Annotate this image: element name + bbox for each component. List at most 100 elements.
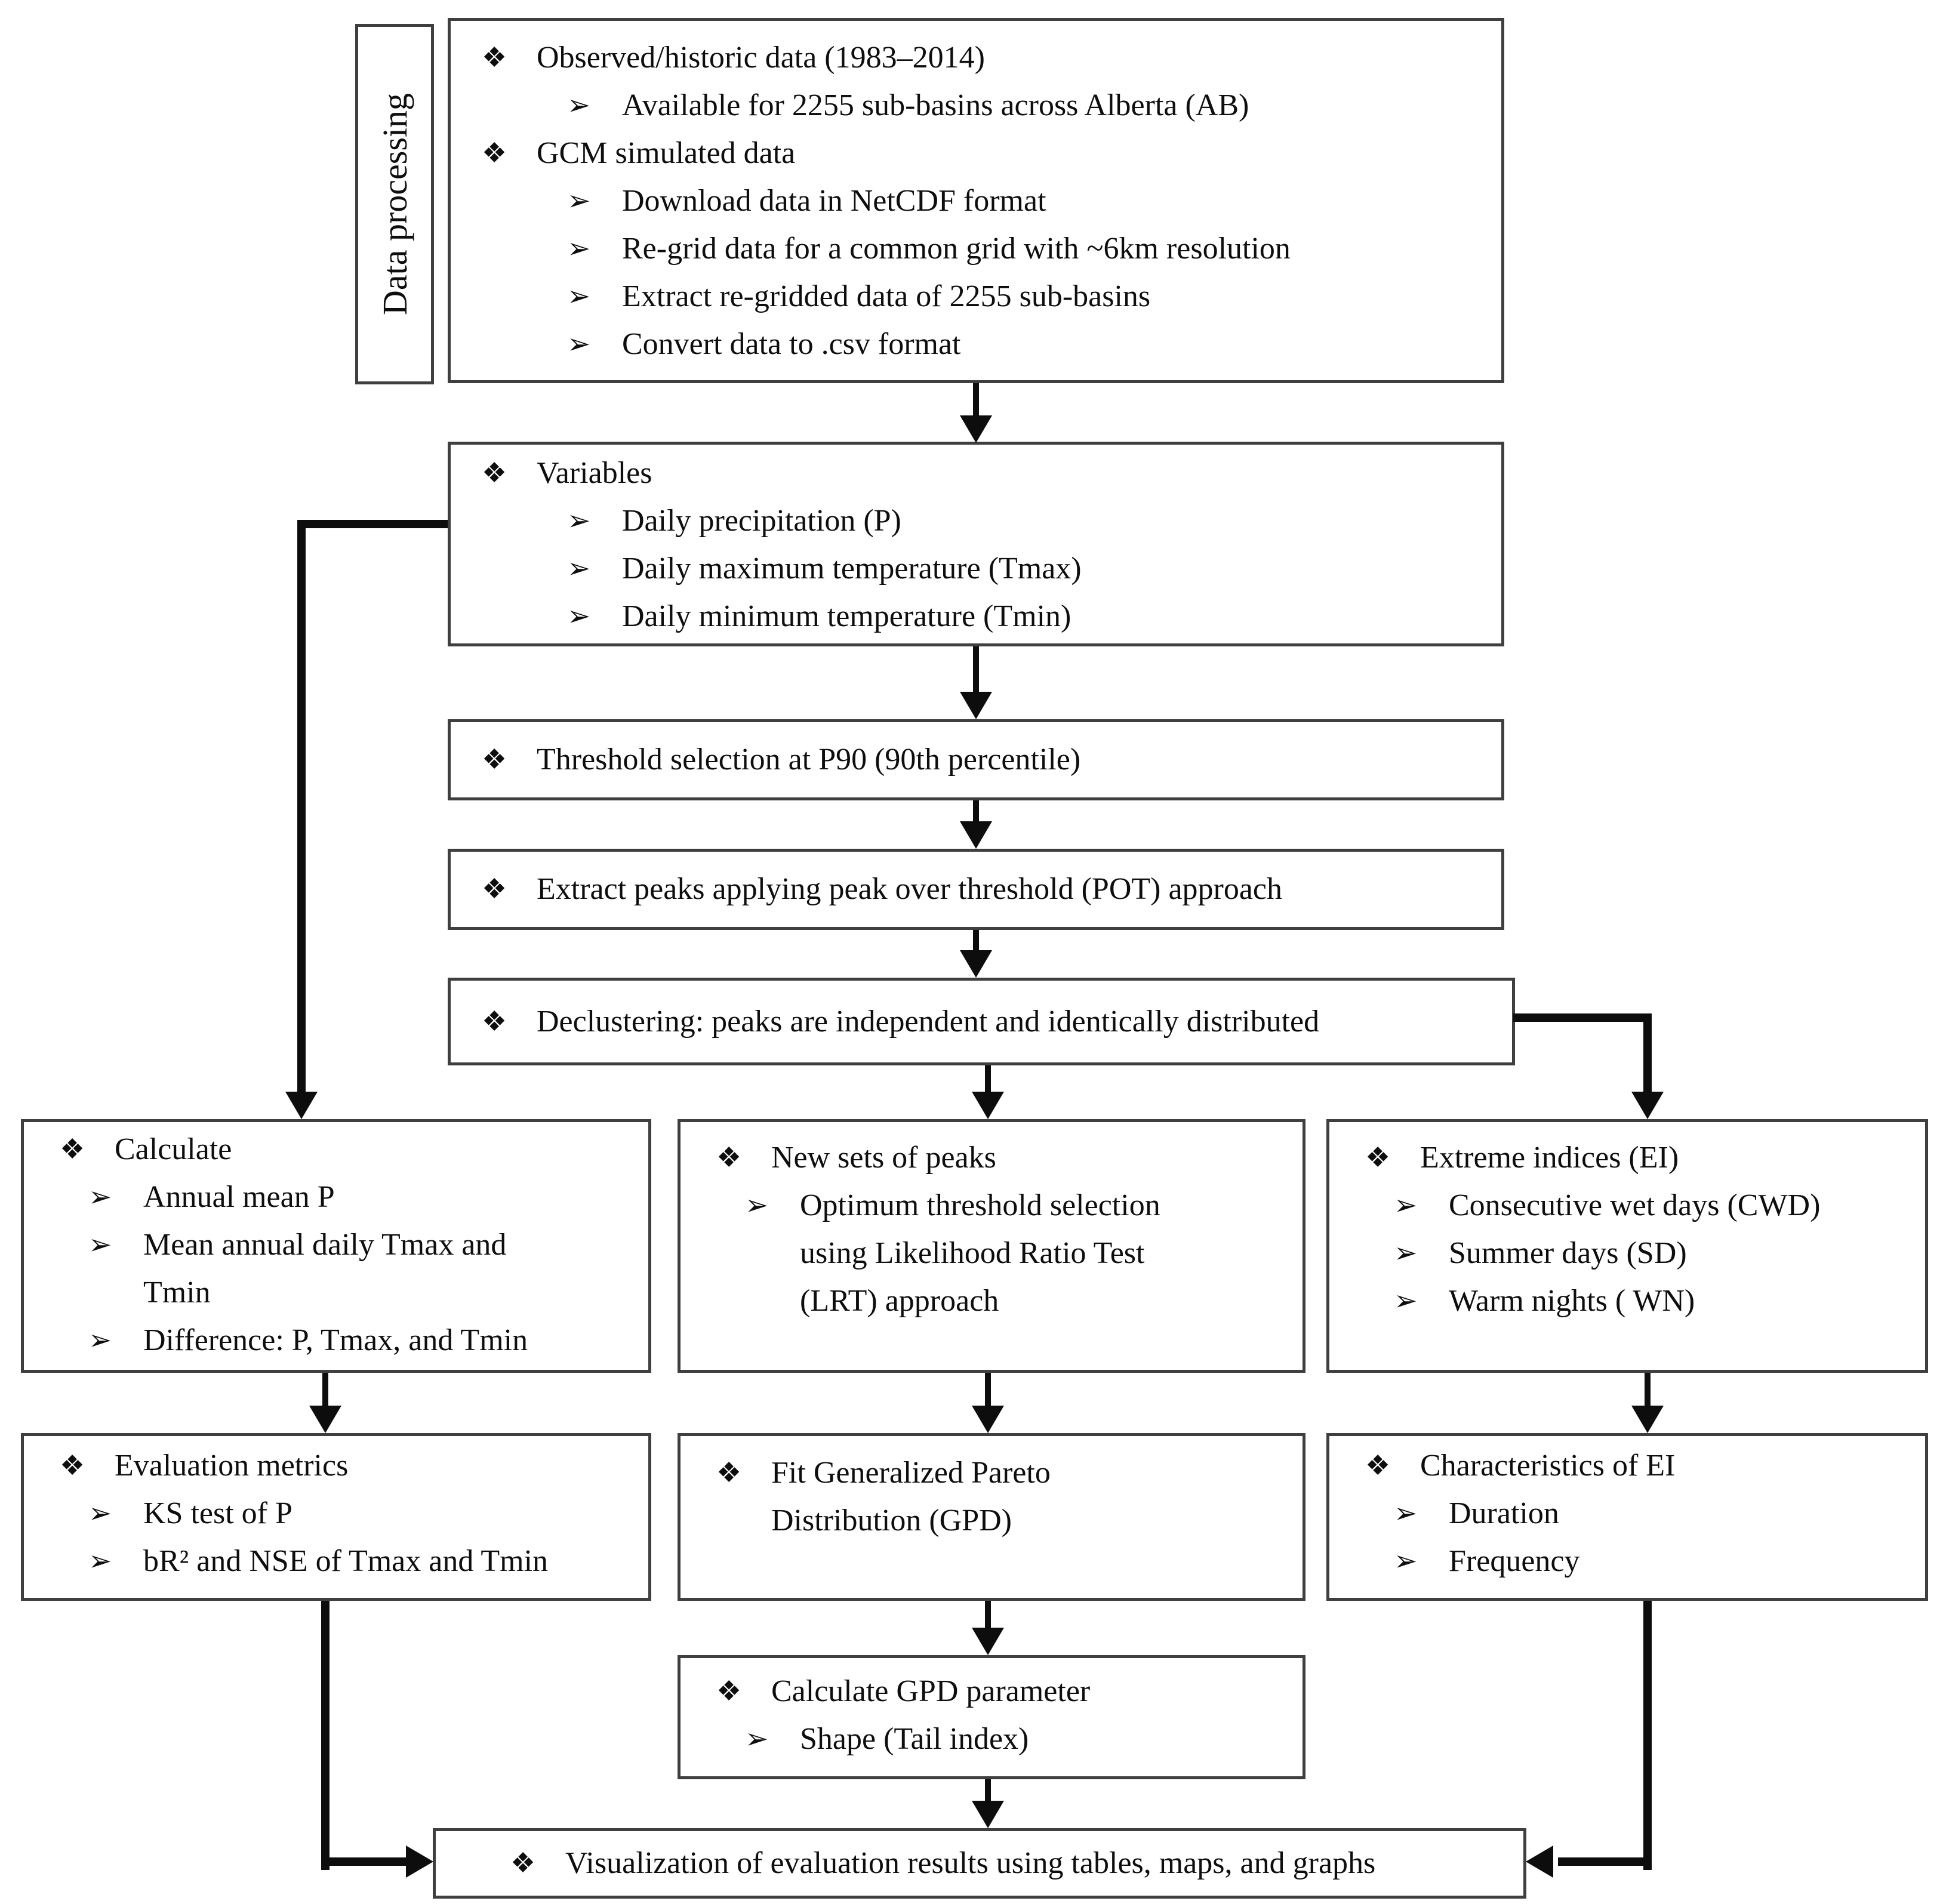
list-item: ❖ Observed/historic data (1983–2014) [451, 34, 1501, 82]
list-item-text: Daily minimum temperature (Tmin) [622, 599, 1071, 633]
list-item-text: Difference: P, Tmax, and Tmin [143, 1323, 528, 1357]
list-item-text: Evaluation metrics [115, 1449, 349, 1483]
list-item-text: Shape (Tail index) [800, 1722, 1029, 1756]
list-item: ❖ Characteristics of EI [1329, 1442, 1925, 1490]
list-item-text: Calculate GPD parameter [771, 1674, 1091, 1708]
list-item: ➢ Warm nights ( WN) [1329, 1277, 1925, 1325]
diamond-bullet-icon: ❖ [60, 1134, 85, 1165]
box-extract-peaks: ❖ Extract peaks applying peak over thres… [448, 849, 1504, 930]
list-item: ❖ New sets of peaks [681, 1134, 1303, 1182]
arrowhead-bullet-icon: ➢ [567, 506, 591, 537]
list-item: ➢ Mean annual daily Tmax and Tmin [24, 1221, 648, 1317]
list-item-text: using Likelihood Ratio Test [800, 1236, 1145, 1270]
box-characteristics-of-ei: ❖ Characteristics of EI ➢ Duration ➢ Fre… [1326, 1433, 1928, 1601]
arrowhead-bullet-icon: ➢ [567, 186, 591, 217]
list-item-text: Extreme indices (EI) [1420, 1141, 1679, 1175]
list-item-text: Consecutive wet days (CWD) [1449, 1188, 1821, 1222]
box-evaluation-metrics: ❖ Evaluation metrics ➢ KS test of P ➢ bR… [21, 1433, 651, 1601]
list-item: ➢ Daily precipitation (P) [451, 497, 1501, 545]
box-gpd-parameter: ❖ Calculate GPD parameter ➢ Shape (Tail … [678, 1655, 1305, 1779]
list-item: ❖ Visualization of evaluation results us… [436, 1840, 1523, 1887]
arrowhead-bullet-icon: ➢ [745, 1724, 769, 1755]
list-item-text: Daily precipitation (P) [622, 504, 901, 538]
list-item: ➢ Consecutive wet days (CWD) [1329, 1182, 1925, 1230]
box-declustering: ❖ Declustering: peaks are independent an… [448, 978, 1515, 1065]
arrowhead-bullet-icon: ➢ [88, 1230, 112, 1261]
diamond-bullet-icon: ❖ [716, 1676, 742, 1707]
list-item-text: Threshold selection at P90 (90th percent… [537, 743, 1081, 777]
diamond-bullet-icon: ❖ [482, 1006, 507, 1037]
list-item: ❖ Fit Generalized Pareto Distribution (G… [681, 1449, 1303, 1545]
list-item-text: Summer days (SD) [1449, 1236, 1687, 1270]
diamond-bullet-icon: ❖ [482, 874, 507, 905]
list-item: ❖ Evaluation metrics [24, 1442, 648, 1490]
list-item-text: (LRT) approach [800, 1284, 999, 1318]
list-item: ➢ Daily maximum temperature (Tmax) [451, 545, 1501, 593]
box-new-sets-of-peaks: ❖ New sets of peaks ➢ Optimum threshold … [678, 1119, 1305, 1373]
box-extreme-indices: ❖ Extreme indices (EI) ➢ Consecutive wet… [1326, 1119, 1928, 1373]
list-item-text: Warm nights ( WN) [1449, 1284, 1695, 1318]
arrowhead-bullet-icon: ➢ [567, 233, 591, 264]
list-item-text: Calculate [115, 1132, 232, 1166]
arrowhead-bullet-icon: ➢ [745, 1190, 769, 1221]
arrowhead-bullet-icon: ➢ [567, 329, 591, 360]
list-item: ➢ bR² and NSE of Tmax and Tmin [24, 1538, 648, 1585]
list-item-text: Observed/historic data (1983–2014) [537, 41, 985, 75]
list-item-text: New sets of peaks [771, 1141, 996, 1175]
arrowhead-bullet-icon: ➢ [88, 1498, 112, 1529]
arrowhead-bullet-icon: ➢ [88, 1182, 112, 1213]
list-item-text: Variables [537, 456, 652, 490]
list-item-text: KS test of P [143, 1496, 292, 1530]
list-item-text: Characteristics of EI [1420, 1449, 1676, 1483]
box-variables: ❖ Variables ➢ Daily precipitation (P) ➢ … [448, 442, 1504, 646]
list-item: ❖ Extract peaks applying peak over thres… [451, 865, 1501, 913]
list-item-text: GCM simulated data [537, 136, 796, 170]
list-item: ❖ Calculate GPD parameter [681, 1668, 1303, 1715]
list-item-text: Optimum threshold selection [800, 1188, 1160, 1222]
arrowhead-bullet-icon: ➢ [1394, 1238, 1418, 1269]
arrowhead-bullet-icon: ➢ [567, 90, 591, 121]
arrowhead-bullet-icon: ➢ [88, 1325, 112, 1356]
list-item: ❖ Calculate [24, 1126, 648, 1173]
list-item: ➢ Annual mean P [24, 1173, 648, 1221]
box-calculate: ❖ Calculate ➢ Annual mean P ➢ Mean annua… [21, 1119, 651, 1373]
arrowhead-bullet-icon: ➢ [1394, 1498, 1418, 1529]
list-item: ➢ Convert data to .csv format [451, 321, 1501, 368]
list-item-text: Mean annual daily Tmax and [143, 1228, 507, 1262]
list-item-text: Extract re-gridded data of 2255 sub-basi… [622, 279, 1151, 313]
list-item-text: Daily maximum temperature (Tmax) [622, 552, 1082, 586]
list-item-text: Convert data to .csv format [622, 327, 961, 361]
list-item: ➢ Difference: P, Tmax, and Tmin [24, 1317, 648, 1364]
list-item-text: Annual mean P [143, 1180, 335, 1214]
list-item: ❖ Extreme indices (EI) [1329, 1134, 1925, 1182]
list-item: ➢ Download data in NetCDF format [451, 177, 1501, 225]
list-item: ➢ Duration [1329, 1490, 1925, 1538]
diamond-bullet-icon: ❖ [1365, 1450, 1391, 1481]
list-item-text: Distribution (GPD) [771, 1504, 1012, 1538]
data-processing-label-box: Data processing [355, 24, 434, 384]
list-item: ➢ KS test of P [24, 1490, 648, 1538]
diamond-bullet-icon: ❖ [482, 42, 507, 73]
list-item: ➢ Daily minimum temperature (Tmin) [451, 593, 1501, 640]
list-item-text: Extract peaks applying peak over thresho… [537, 872, 1283, 906]
list-item: ➢ Extract re-gridded data of 2255 sub-ba… [451, 273, 1501, 321]
diamond-bullet-icon: ❖ [1365, 1142, 1391, 1173]
arrowhead-bullet-icon: ➢ [1394, 1546, 1418, 1577]
diamond-bullet-icon: ❖ [716, 1458, 742, 1489]
arrowhead-bullet-icon: ➢ [567, 281, 591, 312]
list-item: ➢ Optimum threshold selection using Like… [681, 1182, 1303, 1325]
diamond-bullet-icon: ❖ [482, 744, 507, 775]
arrowhead-bullet-icon: ➢ [1394, 1286, 1418, 1317]
arrowhead-bullet-icon: ➢ [88, 1546, 112, 1577]
list-item-text: Re-grid data for a common grid with ~6km… [622, 232, 1291, 266]
list-item-text: Download data in NetCDF format [622, 184, 1046, 218]
list-item: ❖ Variables [451, 449, 1501, 497]
list-item: ➢ Summer days (SD) [1329, 1230, 1925, 1277]
arrowhead-bullet-icon: ➢ [567, 553, 591, 584]
list-item: ❖ GCM simulated data [451, 130, 1501, 177]
list-item-text: Available for 2255 sub-basins across Alb… [622, 88, 1249, 122]
diamond-bullet-icon: ❖ [510, 1848, 536, 1879]
arrowhead-bullet-icon: ➢ [567, 601, 591, 632]
list-item-text: Declustering: peaks are independent and … [537, 1004, 1320, 1039]
